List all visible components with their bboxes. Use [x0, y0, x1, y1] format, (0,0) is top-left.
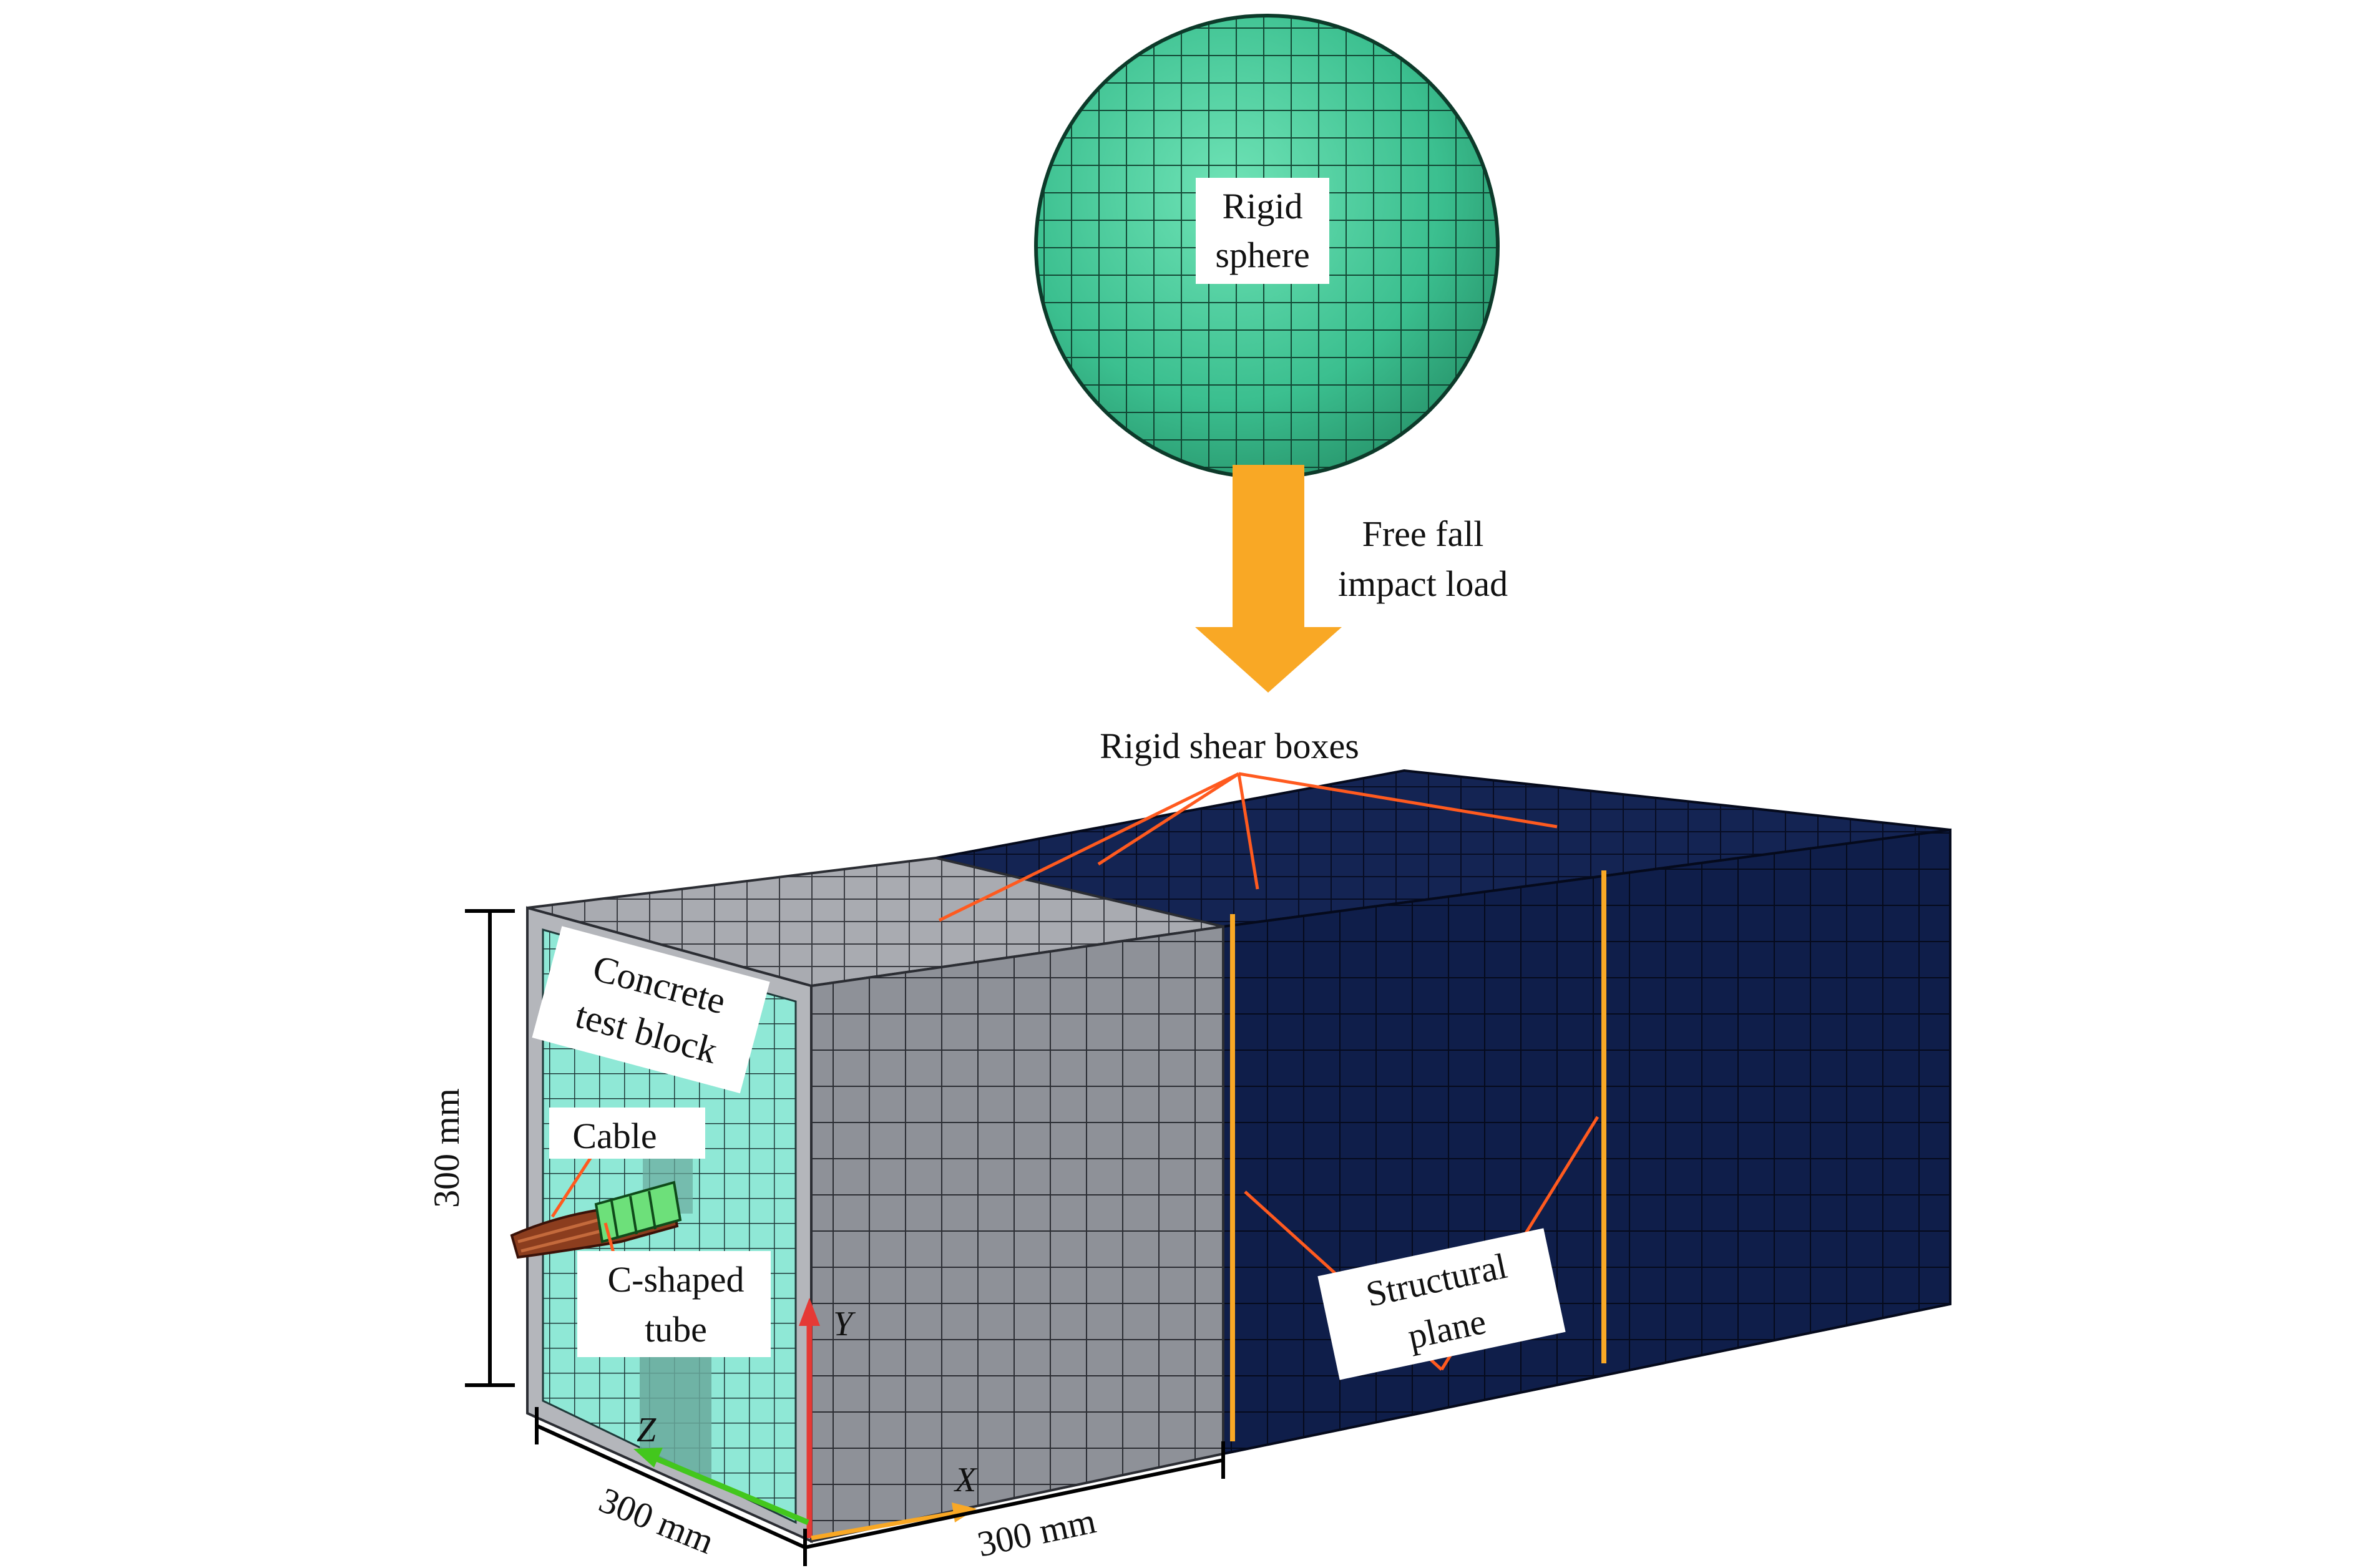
tube-label-line2: tube — [645, 1309, 707, 1350]
axis-x-line — [811, 1511, 955, 1541]
svg-text:Cable: Cable — [572, 1116, 657, 1156]
cable-label: Cable — [549, 1108, 705, 1159]
navy-box-front — [1222, 828, 1951, 1456]
axis-x-label: X — [954, 1461, 978, 1499]
load-label-line2: impact load — [1338, 563, 1508, 604]
sphere-label-line2: sphere — [1215, 235, 1309, 275]
sphere-label-line1: Rigid — [1223, 186, 1303, 226]
axis-z-label: Z — [637, 1411, 657, 1449]
axis-z-arrowhead — [633, 1448, 663, 1468]
sphere-label: Rigid sphere — [1196, 178, 1329, 284]
axis-y-arrowhead — [799, 1298, 820, 1326]
tube-label: C-shaped tube — [577, 1251, 771, 1357]
dim-height — [465, 909, 515, 1387]
dim-width — [804, 1441, 1225, 1549]
tube-label-line1: C-shaped — [607, 1259, 744, 1300]
shear-boxes-label: Rigid shear boxes — [1100, 726, 1359, 766]
c-shaped-tube — [594, 1181, 682, 1244]
grey-box-front — [810, 925, 1224, 1543]
structural-plane-label: Structural plane — [1317, 1228, 1566, 1380]
dim-height-label: 300 mm — [426, 1088, 467, 1208]
load-label-line1: Free fall — [1362, 514, 1484, 554]
axis-z-line — [651, 1454, 809, 1526]
impact-arrow — [1195, 465, 1342, 693]
axis-y-label: Y — [833, 1305, 856, 1343]
